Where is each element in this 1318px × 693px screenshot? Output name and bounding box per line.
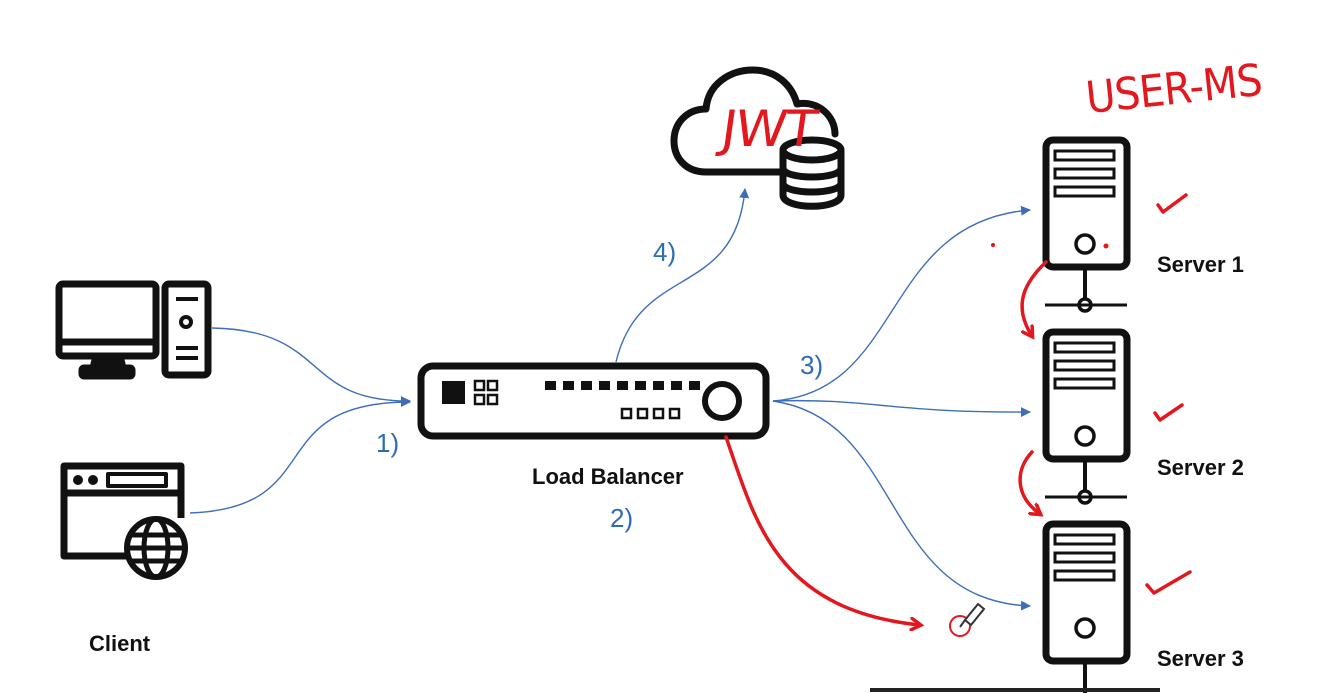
arrow-browser-to-lb [189,397,411,514]
desktop-computer-icon [55,280,212,380]
arrow-lb-to-server2 [772,399,1031,418]
jwt-annotation: JWT [717,100,820,158]
red-arrow-lb-to-server3 [724,435,920,625]
arrow-lb-to-cloud [615,188,750,363]
arrow-lb-to-server3 [772,400,1031,611]
annotation-dots [991,243,1109,249]
connector-arrows [189,188,1031,611]
globe-icon [124,516,188,580]
server-2-label: Server 2 [1157,455,1244,480]
server-icon [1042,328,1131,505]
red-arrow-server1-to-server2 [1020,260,1048,336]
client-label: Client [89,631,151,656]
server-icon [1042,136,1131,313]
step-1-label: 1) [376,428,400,458]
load-balancer-label: Load Balancer [532,464,684,489]
load-balancer-icon [417,362,770,440]
cloud-icon [670,66,839,176]
server-1-label: Server 1 [1157,252,1244,277]
server-3-label: Server 3 [1157,646,1244,671]
step-3-label: 3) [800,350,824,380]
checkmark-icon [1153,403,1184,422]
web-browser-icon [60,462,185,560]
step-2-label: 2) [610,503,634,533]
server-icon [870,520,1160,693]
checkmark-icon [1156,193,1188,214]
arrow-desktop-to-lb [211,327,411,407]
pen-cursor-icon [949,602,986,637]
database-icon [779,136,845,210]
annotation-arrows [724,260,1048,625]
arrow-lb-to-server1 [772,205,1031,402]
red-arrow-server2-to-server3 [1018,450,1040,514]
checkmark-icon [1145,570,1192,595]
step-4-label: 4) [653,237,677,267]
